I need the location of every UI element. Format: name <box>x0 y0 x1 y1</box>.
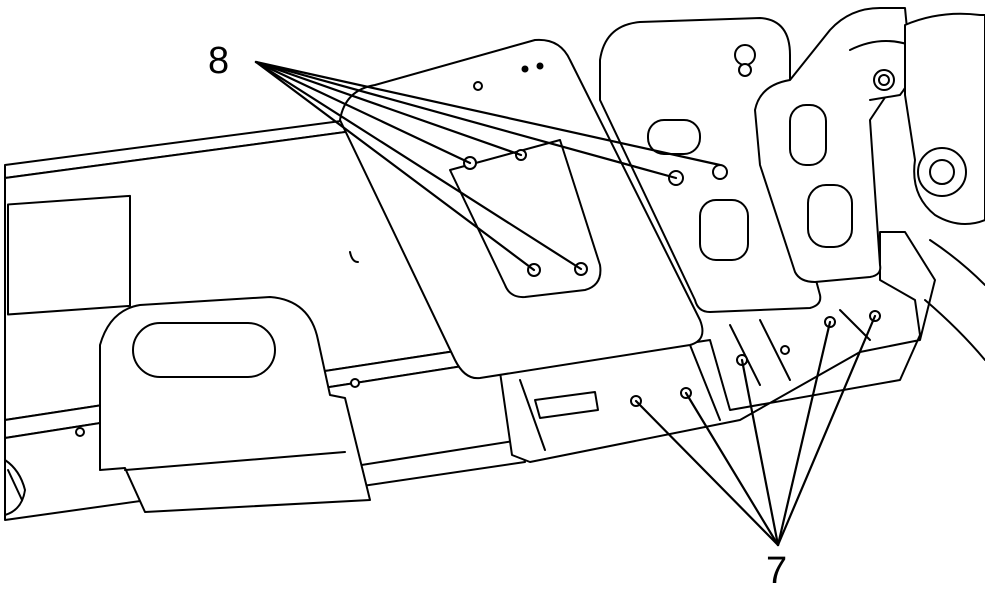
right-shaft-assembly <box>904 12 985 361</box>
callout-7-label: 7 <box>766 550 788 592</box>
right-hinge-bracket <box>754 7 915 283</box>
left-handle-bracket <box>99 296 371 513</box>
lower-channel <box>499 231 936 463</box>
callout-8-label: 8 <box>208 40 230 82</box>
rail-window <box>7 194 131 316</box>
lower-left-detail <box>4 459 26 516</box>
leader-lines-7 <box>634 314 877 547</box>
leader-lines-8 <box>254 60 722 272</box>
